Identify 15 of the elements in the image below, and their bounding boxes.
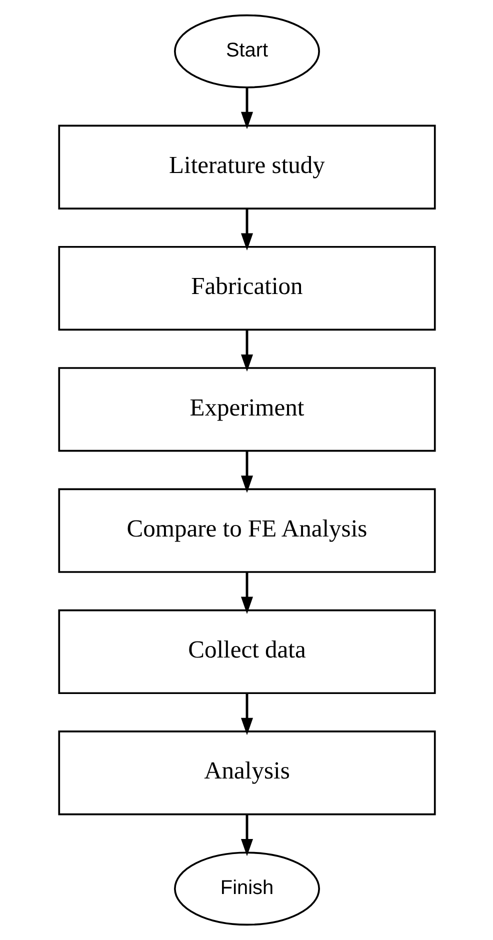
- node-ellipse: Start: [174, 14, 320, 88]
- arrow: [240, 88, 253, 130]
- node-box: Collect data: [58, 609, 436, 694]
- node-box: Literature study: [58, 124, 436, 210]
- arrow: [240, 572, 253, 614]
- arrow: [240, 814, 253, 856]
- node-ellipse: Finish: [174, 852, 320, 926]
- node-box: Analysis: [58, 730, 436, 816]
- arrow: [240, 450, 253, 493]
- node-box: Compare to FE Analysis: [58, 488, 436, 573]
- node-box: Experiment: [58, 367, 436, 452]
- arrow: [240, 693, 253, 736]
- arrow: [240, 330, 253, 372]
- arrow: [240, 208, 253, 251]
- node-box: Fabrication: [58, 246, 436, 331]
